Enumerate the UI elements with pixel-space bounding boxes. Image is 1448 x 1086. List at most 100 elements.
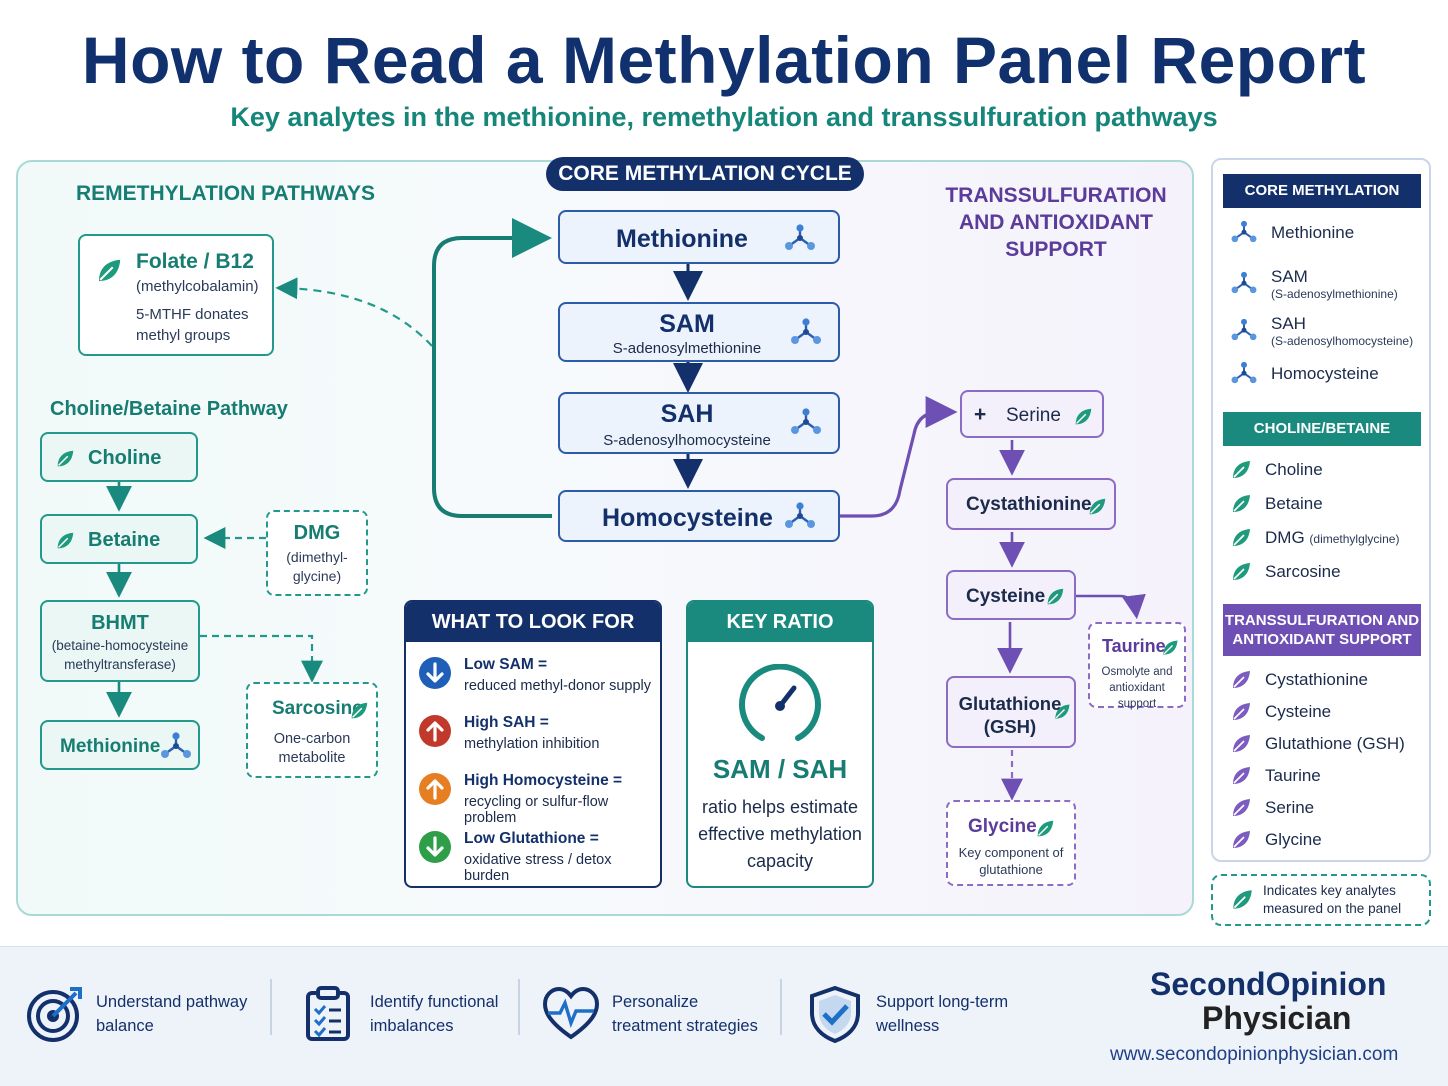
core-homocysteine-label: Homocysteine (602, 504, 773, 532)
rp-item: Glutathione (GSH) (1229, 732, 1405, 756)
rp-item-name: Methionine (1271, 223, 1355, 242)
look-for-item: Low SAM =reduced methyl-donor supply (406, 652, 660, 706)
leaf-icon (1229, 560, 1253, 584)
page-title: How to Read a Methylation Panel Report (81, 23, 1367, 97)
look-for-desc: oxidative stress / detox burden (464, 852, 612, 884)
betaine-node: Betaine (40, 514, 198, 564)
rp-item-sub: (S-adenosylhomocysteine) (1271, 334, 1414, 348)
folate-sub: (methylcobalamin) (136, 278, 259, 295)
taurine-sub: Osmolyte and antioxidant support (1101, 666, 1173, 710)
molecule-icon (788, 408, 824, 438)
key-ratio-card: KEY RATIO SAM / SAH ratio helps estimate… (686, 600, 874, 888)
molecule-icon (788, 318, 824, 348)
folate-desc: 5-MTHF donates methyl groups (136, 306, 249, 344)
molecule-icon (1229, 361, 1259, 387)
footer-item-wellness: Support long-term wellness (806, 985, 1016, 1043)
gauge-icon (739, 664, 821, 741)
look-for-label: Low Glutathione = (464, 830, 599, 847)
look-for-item: Low Glutathione = oxidative stress / deto… (406, 826, 660, 884)
rp-item: Methionine (1229, 220, 1354, 246)
cysteine-node: Cysteine (946, 570, 1076, 620)
rp-item: Cystathionine (1229, 668, 1368, 692)
leaf-icon (1229, 887, 1255, 913)
look-for-desc: reduced methyl-donor supply (464, 678, 651, 694)
footer: Understand pathway balance Identify func… (0, 946, 1448, 1086)
leaf-icon (1072, 406, 1094, 428)
arrow-down-icon (419, 657, 451, 689)
look-for-label: High SAH = (464, 714, 549, 731)
rp-core-header: CORE METHYLATION CYCLE (1223, 174, 1421, 233)
leaf-icon (54, 530, 76, 552)
rp-item: SAH(S-adenosylhomocysteine) (1229, 314, 1413, 348)
rp-item-name: Glutathione (GSH) (1265, 734, 1405, 753)
rp-choline-header: CHOLINE/BETAINE PATHWAY (1223, 412, 1421, 471)
look-for-item: High SAH = methylation inhibition (406, 710, 660, 764)
glutathione-node: Glutathione (GSH) (946, 676, 1076, 748)
rp-item: Sarcosine (1229, 560, 1341, 584)
rp-item: Cysteine (1229, 700, 1331, 724)
leaf-icon (94, 256, 124, 286)
page-subtitle: Key analytes in the methionine, remethyl… (230, 102, 1218, 132)
molecule-icon (782, 502, 818, 532)
rp-item: Betaine (1229, 492, 1323, 516)
heart-pulse-icon (542, 986, 600, 1040)
cystathionine-node: Cystathionine (946, 478, 1116, 530)
bhmt-title: BHMT (91, 612, 149, 634)
key-ratio-header: KEY RATIO (688, 602, 872, 642)
footer-item-pathway-balance: Understand pathway balance (26, 985, 252, 1043)
footer-text-3: Personalize treatment strategies (612, 993, 758, 1035)
taurine-title: Taurine (1102, 636, 1166, 656)
leaf-icon (1229, 700, 1253, 724)
core-sah-label: SAH (660, 400, 714, 428)
legend-text: Indicates key analytes measured on the p… (1263, 883, 1402, 916)
core-homocysteine-node: Homocysteine (558, 490, 840, 542)
leaf-icon (1034, 818, 1056, 840)
sarcosine-sub: One-carbon metabolite (273, 731, 351, 766)
look-for-desc: methylation inhibition (464, 736, 600, 752)
serine-node: + Serine (960, 390, 1104, 438)
rp-trans-header: TRANSSULFURATION AND ANTIOXIDANT SUPPORT (1223, 604, 1421, 656)
what-to-look-for-header: WHAT TO LOOK FOR (406, 602, 660, 642)
glycine-title: Glycine (968, 816, 1037, 837)
footer-item-personalize: Personalize treatment strategies (542, 985, 772, 1043)
rp-item-name: Betaine (1265, 494, 1323, 513)
what-to-look-for-card: WHAT TO LOOK FOR Low SAM =reduced methyl… (404, 600, 662, 888)
rp-item-name: Choline (1265, 460, 1323, 479)
leaf-icon (1229, 796, 1253, 820)
core-methionine-node: Methionine (558, 210, 840, 264)
core-cycle-label: CORE METHYLATION CYCLE (546, 157, 864, 191)
key-ratio-value: SAM / SAH (712, 754, 848, 784)
footer-text-1: Understand pathway balance (96, 993, 248, 1035)
dmg-sub: (dimethyl-glycine) (286, 549, 348, 584)
bhmt-sub: (betaine-homocysteine methyltransferase) (51, 638, 189, 672)
rp-item-sub: (S-adenosylmethionine) (1271, 287, 1398, 301)
leaf-icon (1229, 458, 1253, 482)
taurine-node: Taurine Osmolyte and antioxidant support (1088, 622, 1186, 710)
cystathionine-label: Cystathionine (966, 494, 1092, 515)
shield-check-icon (810, 985, 860, 1043)
remethylation-section-label: REMETHYLATION PATHWAYS (76, 182, 376, 205)
rp-item: SAM(S-adenosylmethionine) (1229, 267, 1398, 301)
rp-item: Glycine (1229, 828, 1322, 852)
rp-item: Serine (1229, 796, 1314, 820)
leaf-icon (1052, 702, 1072, 722)
brand-name-line1: SecondOpinion (1150, 966, 1387, 1002)
molecule-icon (1229, 318, 1259, 344)
arrow-up-icon (419, 773, 451, 805)
leaf-icon (1229, 492, 1253, 516)
glycine-node: Glycine Key component of glutathione (946, 800, 1076, 886)
leaf-icon (1044, 586, 1066, 608)
choline-section-label: Choline/Betaine Pathway (50, 398, 288, 420)
bhmt-node: BHMT (betaine-homocysteine methyltransfe… (40, 600, 200, 682)
brand-url[interactable]: www.secondopinionphysician.com (1110, 1044, 1399, 1065)
look-for-item: High Homocysteine =recycling or sulfur-f… (406, 768, 660, 826)
transsulfuration-section-label: TRANSSULFURATION AND ANTIOXIDANT SUPPORT (945, 184, 1167, 261)
footer-divider (270, 979, 272, 1035)
footer-text-4: Support long-term wellness (876, 993, 1009, 1035)
serine-label: Serine (1006, 405, 1061, 426)
dmg-title: DMG (293, 522, 341, 544)
leaf-icon (1229, 526, 1253, 550)
choline-label: Choline (88, 447, 162, 469)
rp-item: DMG (dimethylglycine) (1229, 526, 1399, 550)
